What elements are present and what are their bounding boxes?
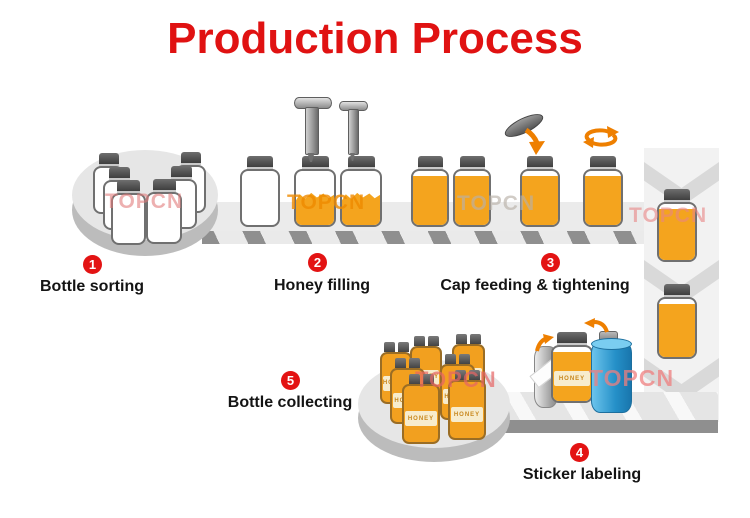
honey-fill <box>413 176 447 225</box>
filled-bottle <box>453 156 491 227</box>
honey-fill <box>296 192 334 225</box>
top-conveyor-edge <box>202 231 660 244</box>
labeled-honey-jar: HONEY <box>448 370 486 440</box>
jar-cap <box>410 336 442 346</box>
rotate-arrow-icon <box>535 334 554 352</box>
honey-label: HONEY <box>554 371 590 387</box>
labeled-honey-jar: HONEY <box>402 374 440 444</box>
rotate-arrows-icon <box>583 126 619 148</box>
honey-fill <box>522 176 558 225</box>
filling-bottle <box>294 156 336 227</box>
step-4-label: Sticker labeling <box>522 466 642 483</box>
step-5-label: Bottle collecting <box>227 394 353 411</box>
bottle-cap <box>180 152 201 165</box>
filled-bottle <box>411 156 449 227</box>
watermark: TOPCN <box>105 190 184 213</box>
empty-bottle <box>240 156 280 227</box>
honey-fill <box>455 176 489 225</box>
bottle-cap <box>301 156 329 169</box>
step-3-label: Cap feeding & tightening <box>440 277 630 294</box>
bottle-cap <box>117 180 140 193</box>
watermark: TOPCN <box>589 365 675 391</box>
honey-fill <box>585 176 621 225</box>
jar-cap <box>402 374 440 384</box>
bottle-cap <box>108 167 130 180</box>
bottle-cap <box>152 179 176 192</box>
bottle-cap <box>417 156 443 169</box>
bottle-cap <box>590 156 616 169</box>
honey-fill <box>342 192 380 225</box>
bottle-cap <box>664 284 690 297</box>
rotate-arrow-icon <box>584 318 609 333</box>
jar-cap <box>390 358 425 368</box>
watermark: TOPCN <box>629 204 708 227</box>
filling-nozzle <box>348 109 359 155</box>
filled-bottle <box>657 189 697 262</box>
step-1-label: Bottle sorting <box>40 278 144 295</box>
step-1-badge: 1 <box>83 255 102 274</box>
filling-nozzle-tip <box>307 153 315 162</box>
empty-bottle <box>146 179 182 244</box>
step-4-badge: 4 <box>570 443 589 462</box>
honey-label: HONEY <box>405 411 437 427</box>
bottle-cap <box>527 156 553 169</box>
jar-cap <box>380 342 412 352</box>
jar-cap <box>452 334 485 344</box>
tightening-bottle <box>583 156 623 227</box>
jar-cap <box>440 354 475 364</box>
arrow-down-icon <box>524 128 545 155</box>
bottle-cap <box>170 166 192 179</box>
labeling-bottle: HONEY <box>551 332 593 403</box>
bottle-cap <box>347 156 375 169</box>
bottle-cap <box>557 332 587 345</box>
capping-bottle <box>520 156 560 227</box>
bottom-conveyor-edge <box>478 420 718 433</box>
honey-label: HONEY <box>451 407 483 423</box>
watermark: TOPCN <box>457 192 536 215</box>
bottle-cap <box>664 189 690 202</box>
blue-roller <box>591 338 632 413</box>
watermark: TOPCN <box>287 191 366 214</box>
step-2-badge: 2 <box>308 253 327 272</box>
step-2-label: Honey filling <box>274 277 370 294</box>
filling-nozzle-tip <box>350 153 355 161</box>
filling-nozzle <box>305 107 319 155</box>
bottle-cap <box>459 156 485 169</box>
jar-cap <box>448 370 486 380</box>
page-title: Production Process <box>167 14 583 63</box>
empty-bottle <box>111 180 146 245</box>
step-3-badge: 3 <box>541 253 560 272</box>
watermark: TOPCN <box>415 367 497 392</box>
bottle-cap <box>98 153 119 166</box>
honey-fill <box>659 304 695 357</box>
step-5-badge: 5 <box>281 371 300 390</box>
bottle-cap <box>247 156 273 169</box>
filled-bottle <box>657 284 697 359</box>
filling-bottle <box>340 156 382 227</box>
honey-fill <box>659 209 695 260</box>
